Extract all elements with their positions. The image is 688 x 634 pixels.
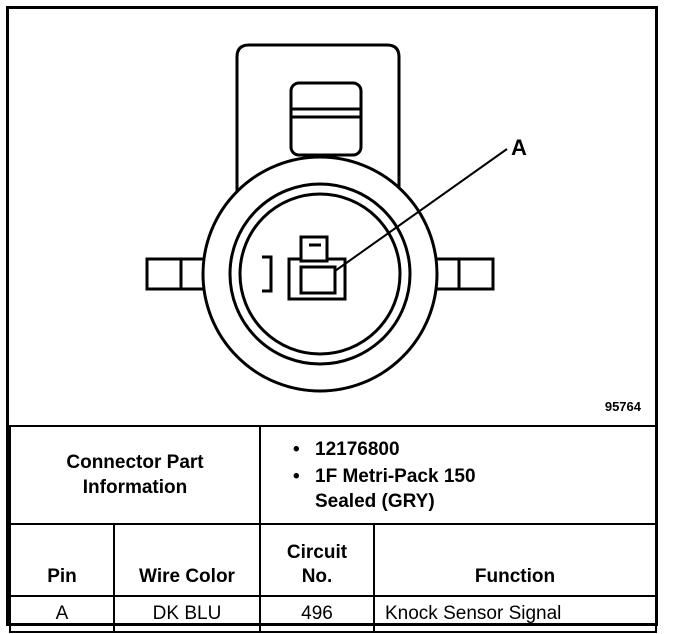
header-pin: Pin <box>9 523 115 597</box>
connector-info-label-line2: Information <box>82 477 188 498</box>
connector-housing-top <box>235 43 401 197</box>
connector-type-line2: Sealed (GRY) <box>315 490 435 512</box>
cell-wire-color: DK BLU <box>113 595 261 633</box>
cell-circuit: 496 <box>259 595 375 633</box>
figure-number: 95764 <box>604 399 641 414</box>
list-item: 1F Metri-Pack 150 Sealed (GRY) <box>293 464 655 514</box>
connector-table: Connector Part Information 12176800 1F M… <box>9 425 657 633</box>
cell-function: Knock Sensor Signal <box>373 595 657 633</box>
part-number: 12176800 <box>315 438 400 460</box>
connector-drawing <box>145 43 508 393</box>
callout-label-a: A <box>511 135 527 160</box>
table-header-row: Pin Wire Color Circuit No. Function <box>9 523 657 597</box>
callout-leader-line <box>334 148 508 272</box>
list-item: 12176800 <box>293 437 655 462</box>
terminal-a-tab <box>299 235 329 263</box>
connector-key <box>262 255 273 293</box>
header-wire-color: Wire Color <box>113 523 261 597</box>
header-circuit: Circuit No. <box>259 523 375 597</box>
connector-info-row: Connector Part Information 12176800 1F M… <box>9 425 657 525</box>
table-row: A DK BLU 496 Knock Sensor Signal <box>9 595 657 633</box>
connector-inner-ring <box>238 192 402 356</box>
connector-latch <box>289 81 363 157</box>
header-function: Function <box>373 523 657 597</box>
header-circuit-line1: Circuit <box>286 542 348 563</box>
connector-info-label-line1: Connector Part <box>66 452 204 473</box>
connector-info-label: Connector Part Information <box>9 425 261 525</box>
connector-info-list: 12176800 1F Metri-Pack 150 Sealed (GRY) <box>261 437 655 514</box>
cell-pin: A <box>9 595 115 633</box>
header-circuit-line2: No. <box>301 566 333 587</box>
connector-ear-right <box>431 257 495 291</box>
connector-info-values: 12176800 1F Metri-Pack 150 Sealed (GRY) <box>259 425 657 525</box>
connector-diagram-frame: A 95764 Connector Part Information 12176… <box>6 6 658 633</box>
connector-ear-left <box>145 257 209 291</box>
connector-type-line1: 1F Metri-Pack 150 <box>315 465 476 487</box>
connector-middle-ring <box>228 182 412 366</box>
